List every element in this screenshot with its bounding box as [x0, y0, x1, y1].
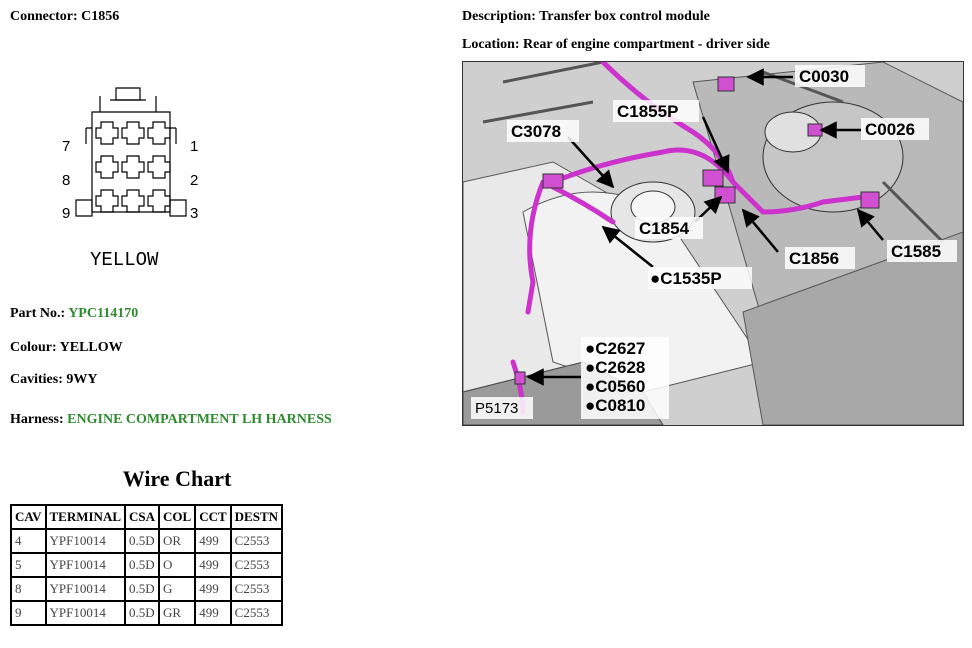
cell-csa: 0.5D — [124, 600, 161, 626]
connector-cavity — [147, 121, 171, 145]
plate-number: P5173 — [475, 400, 518, 417]
callout-c0026: C0026 — [865, 120, 915, 139]
col-header-col: COL — [158, 504, 197, 530]
callout-c1855p: C1855P — [617, 102, 678, 121]
pin-label-9: 9 — [62, 205, 70, 222]
connector-cavity — [147, 189, 171, 213]
harness-label: Harness: — [10, 412, 64, 427]
pin-label-8: 8 — [62, 172, 70, 189]
cell-csa: 0.5D — [124, 552, 161, 578]
engine-bay-illustration: C0030 C1855P C0026 C3078 C1854 C1856 C15… — [463, 62, 963, 425]
pin-label-2: 2 — [190, 172, 198, 189]
connector-location: Location: Rear of engine compartment - d… — [462, 37, 770, 52]
harness: Harness: ENGINE COMPARTMENT LH HARNESS — [10, 412, 332, 428]
cell-terminal: YPF10014 — [44, 600, 127, 626]
cell-terminal: YPF10014 — [44, 552, 127, 578]
harness-value[interactable]: ENGINE COMPARTMENT LH HARNESS — [67, 412, 332, 427]
cell-terminal: YPF10014 — [44, 528, 127, 554]
connector-colour: Colour: YELLOW — [10, 340, 123, 355]
col-header-cav: CAV — [10, 504, 47, 530]
wire-chart-title: Wire Chart — [122, 466, 232, 491]
cell-col: O — [158, 552, 197, 578]
callout-c0030: C0030 — [799, 67, 849, 86]
part-number-value[interactable]: YPC114170 — [68, 306, 139, 321]
callout-c2628: ●C2628 — [585, 358, 645, 377]
callout-c1856: C1856 — [789, 249, 839, 268]
pin-label-3: 3 — [190, 205, 198, 222]
callout-c1854: C1854 — [639, 219, 690, 238]
connector-colour-caption: YELLOW — [90, 249, 159, 271]
cell-csa: 0.5D — [124, 528, 161, 554]
part-number-label: Part No.: — [10, 306, 66, 321]
connector-cavity — [95, 189, 119, 213]
callout-c0810: ●C0810 — [585, 396, 645, 415]
cell-cav: 9 — [10, 600, 47, 626]
location-photo: C0030 C1855P C0026 C3078 C1854 C1856 C15… — [462, 61, 964, 426]
cell-destn: C2553 — [229, 528, 284, 554]
connector-description: Description: Transfer box control module — [462, 9, 710, 24]
cell-cav: 8 — [10, 576, 47, 602]
cell-cav: 4 — [10, 528, 47, 554]
connector-id: Connector: C1856 — [10, 9, 120, 24]
cell-destn: C2553 — [229, 552, 284, 578]
pin-label-7: 7 — [62, 138, 70, 155]
cell-col: OR — [158, 528, 197, 554]
cell-col: GR — [158, 600, 197, 626]
col-header-cct: CCT — [194, 504, 232, 530]
connector-cavity — [121, 121, 145, 145]
cell-cct: 499 — [194, 600, 232, 626]
connector-cavity — [95, 155, 119, 179]
cell-cct: 499 — [194, 576, 232, 602]
pin-label-1: 1 — [190, 138, 198, 155]
callout-c1535p: ●C1535P — [650, 269, 722, 288]
cell-cct: 499 — [194, 552, 232, 578]
connector-cavity — [121, 155, 145, 179]
cell-terminal: YPF10014 — [44, 576, 127, 602]
connector-cavity — [147, 155, 171, 179]
callout-c1585: C1585 — [891, 242, 941, 261]
connector-cavity — [95, 121, 119, 145]
callout-c3078: C3078 — [511, 122, 561, 141]
callout-c0560: ●C0560 — [585, 377, 645, 396]
col-header-csa: CSA — [124, 504, 161, 530]
col-header-destn: DESTN — [229, 504, 284, 530]
connector-face-diagram: 7 8 9 1 2 3 YELLOW — [62, 87, 198, 271]
cell-destn: C2553 — [229, 600, 284, 626]
part-number: Part No.: YPC114170 — [10, 306, 138, 322]
wire-chart-header-row: CAV TERMINAL CSA COL CCT DESTN — [10, 504, 284, 530]
cell-col: G — [158, 576, 197, 602]
cell-cct: 499 — [194, 528, 232, 554]
col-header-terminal: TERMINAL — [44, 504, 127, 530]
cell-destn: C2553 — [229, 576, 284, 602]
cell-csa: 0.5D — [124, 576, 161, 602]
callout-c2627: ●C2627 — [585, 339, 645, 358]
cavity-count: Cavities: 9WY — [10, 372, 98, 387]
connector-cavity — [121, 189, 145, 213]
cell-cav: 5 — [10, 552, 47, 578]
